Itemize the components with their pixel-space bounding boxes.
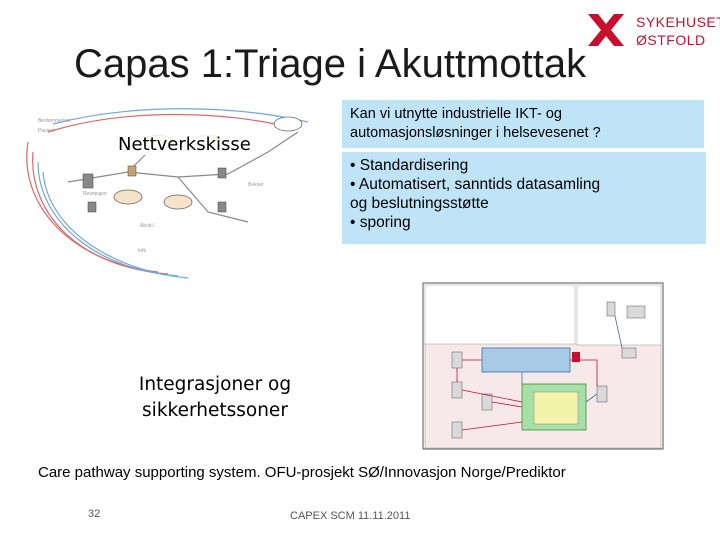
caption: Care pathway supporting system. OFU-pros… (38, 464, 566, 481)
network-sketch-label: Nettverkskisse (116, 134, 253, 155)
question-box: Kan vi utnytte industrielle IKT- og auto… (342, 100, 704, 148)
svg-text:Bestemmelses: Bestemmelses (38, 118, 71, 124)
svg-text:Resepsjon: Resepsjon (83, 191, 107, 197)
bullet-datasamling: • Automatisert, sanntids datasamling (350, 176, 601, 193)
integration-label: Integrasjoner og sikkerhetssoner (100, 372, 330, 424)
logo-line-1: SYKEHUSET (636, 14, 720, 30)
integration-zones-diagram (422, 282, 664, 450)
sykehuset-ostfold-logo (588, 14, 624, 46)
svg-text:Akutt-/: Akutt-/ (140, 223, 155, 229)
svg-text:Info: Info (138, 248, 147, 254)
svg-text:Bokser: Bokser (248, 182, 264, 188)
logo-line-2: ØSTFOLD (636, 32, 706, 48)
bullet-datasamling-cont: og beslutningsstøtte (350, 195, 489, 212)
bullet-box: • Standardisering • Automatisert, sannti… (342, 152, 706, 244)
slide-title: Capas 1:Triage i Akuttmottak (74, 42, 587, 86)
bullet-standardisering: • Standardisering (350, 157, 469, 174)
footer-text: CAPEX SCM 11.11.2011 (290, 510, 411, 522)
svg-text:Pasient: Pasient (38, 128, 55, 134)
bullet-sporing: • sporing (350, 214, 411, 231)
slide-number: 32 (88, 508, 101, 520)
